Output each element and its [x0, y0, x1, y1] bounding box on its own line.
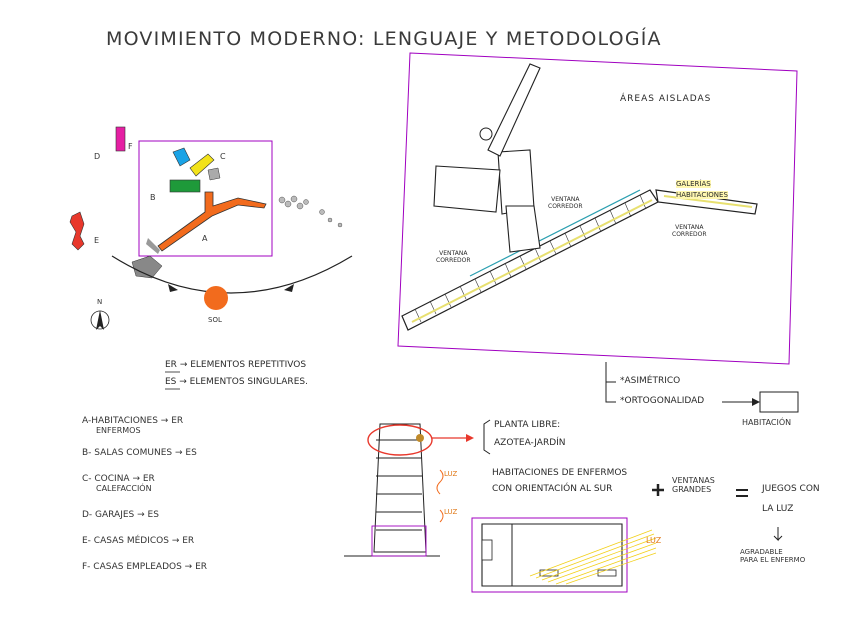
building-section: [373, 423, 427, 553]
luz-label-2: LUZ: [444, 508, 458, 516]
label-f: F: [128, 142, 133, 151]
roof-highlight-circle: [367, 424, 433, 456]
label-c: C: [220, 152, 226, 161]
juegos-line2: LA LUZ: [762, 504, 794, 514]
sun-arrow-left: [168, 284, 178, 292]
habitacion-box: [759, 391, 799, 413]
down-arrow-icon: [773, 527, 783, 542]
room-dividers: [414, 194, 647, 323]
round-element: [479, 127, 493, 141]
sun-label: SOL: [208, 316, 222, 324]
block-small-grey: [207, 167, 221, 181]
gallery-highlight-yellow: [411, 199, 653, 323]
north-label: N: [97, 298, 103, 306]
habitaciones-enfermos-line2: CON ORIENTACIÓN AL SUR: [492, 484, 613, 494]
block-e-casas-medicos: [69, 211, 85, 251]
scattered-houses: [278, 195, 343, 228]
corridor-highlight-teal: [469, 189, 641, 277]
juegos-line1: JUEGOS CON: [762, 484, 820, 494]
sun-icon: [204, 286, 228, 310]
light-rays: [529, 529, 657, 585]
block-a-habitaciones: [157, 191, 267, 252]
label-d: D: [94, 152, 101, 161]
plus-icon: [652, 484, 664, 496]
legend-item-c: C- COCINA → ER CALEFACCIÓN: [82, 474, 155, 493]
section-floors: [376, 439, 422, 531]
legend-item-a: A-HABITACIONES → ER ENFERMOS: [82, 416, 184, 435]
note-asimetrico: *ASIMÉTRICO: [620, 376, 681, 386]
north-arrow-icon: [96, 310, 104, 330]
plan-frame: [397, 52, 798, 365]
label-e: E: [94, 236, 100, 245]
detail-frame-large: [471, 517, 628, 593]
habitaciones-enfermos-line1: HABITACIONES DE ENFERMOS: [492, 468, 628, 478]
habitacion-label: HABITACIÓN: [742, 418, 792, 427]
connector-block: [505, 205, 541, 253]
label-a: A: [202, 234, 208, 243]
plan-title: ÁREAS AISLADAS: [620, 94, 712, 104]
legend-item-f: F- CASAS EMPLEADOS → ER: [82, 562, 208, 572]
legend-item-d: D- GARAJES → ES: [82, 510, 159, 520]
upper-wing: [487, 63, 541, 157]
def-er: ER → ELEMENTOS REPETITIVOS: [165, 360, 307, 370]
sun-path-arc: [111, 255, 353, 294]
central-block: [497, 149, 535, 215]
page-title: MOVIMIENTO MODERNO: LENGUAJE Y METODOLOG…: [106, 28, 662, 50]
planta-libre: PLANTA LIBRE:: [494, 420, 561, 430]
block-a-shadow: [146, 238, 160, 254]
notes-bracket: [605, 362, 799, 413]
hospital-plan: [397, 52, 798, 365]
block-c-cocina: [189, 153, 215, 177]
site-plan-frame: [138, 140, 273, 257]
luz-label-3: LUZ: [646, 536, 662, 545]
detail-frame-small: [371, 525, 427, 557]
galerias-label: GALERÍAS: [676, 180, 711, 188]
left-block: [433, 165, 501, 213]
equals-icon: [736, 489, 748, 497]
grey-building-cluster: [131, 255, 163, 279]
habitaciones-label: HABITACIONES: [676, 191, 728, 199]
note-ortogonalidad: *ORTOGONALIDAD: [620, 396, 705, 406]
site-plan: [69, 126, 353, 330]
roof-tree-icon: [416, 434, 424, 442]
block-d-garajes: [172, 147, 191, 167]
sun-arrow-right: [284, 284, 294, 292]
section-drawing: [344, 419, 783, 593]
block-f-casas-empleados: [115, 126, 126, 152]
label-b: B: [150, 193, 156, 202]
luz-label-1: LUZ: [444, 470, 458, 478]
block-b-salas: [169, 179, 201, 193]
legend-item-b: B- SALAS COMUNES → ES: [82, 448, 197, 458]
legend-item-e: E- CASAS MÉDICOS → ER: [82, 536, 195, 546]
azotea-jardin: AZOTEA-JARDÍN: [494, 438, 566, 448]
def-es: ES → ELEMENTOS SINGULARES.: [165, 377, 308, 387]
